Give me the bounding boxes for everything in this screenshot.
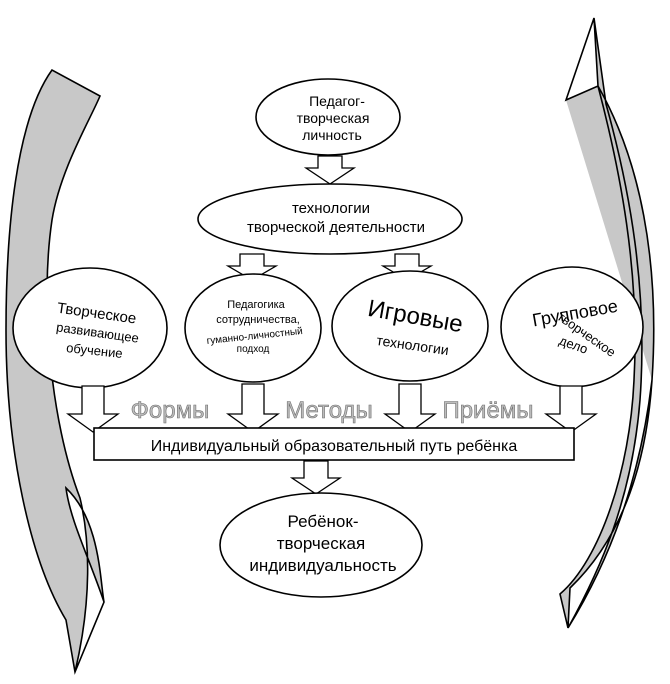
arrow-cooperation-to-path (225, 383, 281, 433)
individual-path-box: Индивидуальный образовательный путь ребё… (93, 427, 575, 461)
tech-line1: технологии (292, 200, 370, 217)
games-node: Игровые технологии (331, 270, 489, 382)
teacher-line2: творческая (297, 110, 370, 126)
technologies-node: технологии творческой деятельности (197, 183, 463, 255)
teacher-line3: личность (302, 127, 362, 143)
arrow-path-to-result (289, 460, 343, 495)
arrow-teacher-to-tech (303, 155, 357, 185)
arrow-creative-to-path (65, 385, 121, 433)
teacher-node: Педагог- творческая личность (255, 78, 401, 156)
cooperation-line4: подход (237, 344, 270, 355)
methods-label: Методы (285, 397, 373, 424)
techniques-label: Приёмы (442, 397, 533, 424)
creative-learning-node: Творческое развивающее обучение (12, 267, 168, 389)
result-line3: индивидуальность (249, 556, 396, 575)
result-line2: творческая (277, 534, 365, 553)
right-cycle-arrow (559, 17, 655, 629)
individual-path-text: Индивидуальный образовательный путь ребё… (151, 438, 518, 455)
cooperation-line1: Педагогика (227, 299, 285, 311)
cooperation-line2: сотрудничества, (216, 314, 300, 326)
creative-learning-line3: обучение (66, 340, 124, 361)
result-node: Ребёнок- творческая индивидуальность (219, 492, 423, 598)
arrow-group-to-path (543, 385, 599, 433)
arrow-tech-to-cooperation (225, 253, 279, 281)
result-line1: Ребёнок- (288, 512, 359, 531)
arrow-games-to-path (382, 383, 438, 433)
group-work-node: Групповое творческое дело (500, 266, 644, 388)
forms-label: Формы (131, 397, 210, 424)
tech-line2: творческой деятельности (247, 219, 425, 236)
teacher-line1: Педагог- (309, 93, 365, 109)
cooperation-node: Педагогика сотрудничества, гуманно-лично… (184, 273, 322, 383)
